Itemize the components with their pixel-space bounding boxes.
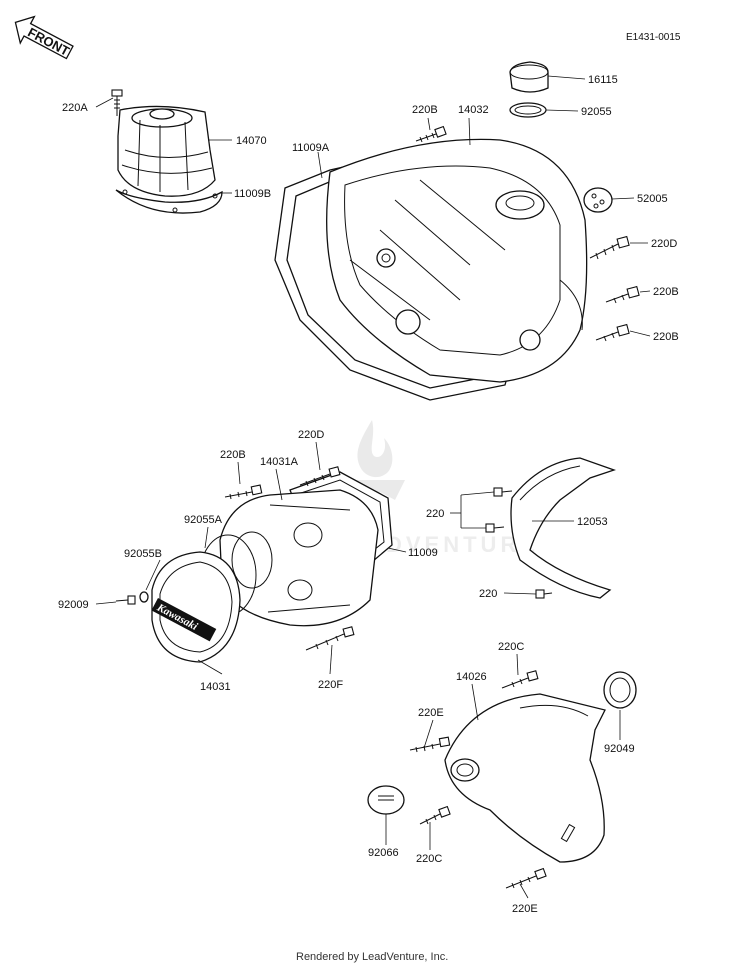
- part-14031-cover[interactable]: Kawasaki: [151, 551, 241, 663]
- callout-14026[interactable]: 14026: [456, 671, 487, 683]
- callout-220D-mid[interactable]: 220D: [298, 429, 324, 441]
- bolt-220F[interactable]: [305, 626, 355, 651]
- callout-220C-bottom[interactable]: 220C: [416, 853, 442, 865]
- callout-11009A[interactable]: 11009A: [292, 142, 330, 154]
- part-92066-plug[interactable]: [367, 785, 405, 815]
- bolt-220B-top[interactable]: [415, 125, 447, 143]
- callout-92009[interactable]: 92009: [58, 599, 89, 611]
- bolt-220-c[interactable]: [535, 589, 553, 599]
- part-52005-plug[interactable]: [583, 187, 613, 213]
- part-11009B-gasket[interactable]: [115, 189, 223, 214]
- callout-92055A[interactable]: 92055A: [184, 514, 223, 526]
- part-92055B-washer[interactable]: [139, 591, 149, 603]
- part-14032-clutch-cover[interactable]: [326, 138, 588, 383]
- callout-11009[interactable]: 11009: [408, 547, 438, 559]
- callout-220B-right-1[interactable]: 220B: [653, 286, 679, 298]
- callout-14070[interactable]: 14070: [236, 135, 267, 147]
- bolt-220A[interactable]: [111, 89, 123, 116]
- callout-12053[interactable]: 12053: [577, 516, 608, 528]
- callout-14031A[interactable]: 14031A: [260, 456, 299, 468]
- part-16115-oil-cap[interactable]: [509, 61, 549, 93]
- bolt-220B-right-1[interactable]: [605, 285, 640, 304]
- part-92055-o-ring[interactable]: [509, 102, 547, 118]
- callout-52005[interactable]: 52005: [637, 193, 668, 205]
- callout-14031[interactable]: 14031: [200, 681, 231, 693]
- callout-14032[interactable]: 14032: [458, 104, 489, 116]
- callout-220A[interactable]: 220A: [62, 102, 88, 114]
- bolt-220-a[interactable]: [493, 487, 513, 497]
- callout-labels: 220A 14070 11009B 16115 92055 220B 14032…: [58, 74, 679, 915]
- callout-220B-top[interactable]: 220B: [412, 104, 438, 116]
- callout-220D-right[interactable]: 220D: [651, 238, 677, 250]
- callout-220F[interactable]: 220F: [318, 679, 343, 691]
- bolt-92009[interactable]: [115, 595, 136, 605]
- bolt-220D-mid[interactable]: [299, 466, 341, 487]
- front-label: FRONT: [25, 25, 72, 59]
- callout-92066[interactable]: 92066: [368, 847, 399, 859]
- callout-220C-top[interactable]: 220C: [498, 641, 524, 653]
- callout-220-b[interactable]: 220: [479, 588, 497, 600]
- part-14026-sprocket-cover[interactable]: [444, 693, 606, 863]
- doc-id: E1431-0015: [626, 32, 681, 43]
- bolt-220C-top[interactable]: [501, 670, 539, 689]
- part-12053-guard[interactable]: [510, 457, 617, 599]
- part-14070-cover[interactable]: [117, 105, 216, 197]
- bolt-220B-mid[interactable]: [224, 484, 263, 500]
- bolt-220-b[interactable]: [485, 523, 505, 533]
- bolt-220E-top[interactable]: [409, 736, 451, 753]
- bolt-220E-bottom[interactable]: [505, 867, 547, 889]
- footer-credit: Rendered by LeadVenture, Inc.: [296, 951, 448, 963]
- callout-220B-mid[interactable]: 220B: [220, 449, 246, 461]
- callout-220E-bottom[interactable]: 220E: [512, 903, 538, 915]
- front-arrow-icon: FRONT: [14, 15, 74, 60]
- bolt-220B-right-2[interactable]: [595, 323, 630, 342]
- callout-220E-top[interactable]: 220E: [418, 707, 444, 719]
- callout-16115[interactable]: 16115: [588, 74, 618, 86]
- leader-lines: [95, 75, 651, 899]
- callout-92055[interactable]: 92055: [581, 106, 612, 118]
- callout-92049[interactable]: 92049: [604, 743, 635, 755]
- callout-220-a[interactable]: 220: [426, 508, 444, 520]
- part-92049-seal[interactable]: [603, 671, 637, 709]
- part-14031A-case[interactable]: [219, 489, 379, 627]
- callout-92055B[interactable]: 92055B: [124, 548, 162, 560]
- bolt-220D-right[interactable]: [589, 235, 630, 260]
- callout-220B-right-2[interactable]: 220B: [653, 331, 679, 343]
- callout-11009B[interactable]: 11009B: [234, 188, 271, 200]
- bolt-220C-bottom[interactable]: [419, 805, 451, 825]
